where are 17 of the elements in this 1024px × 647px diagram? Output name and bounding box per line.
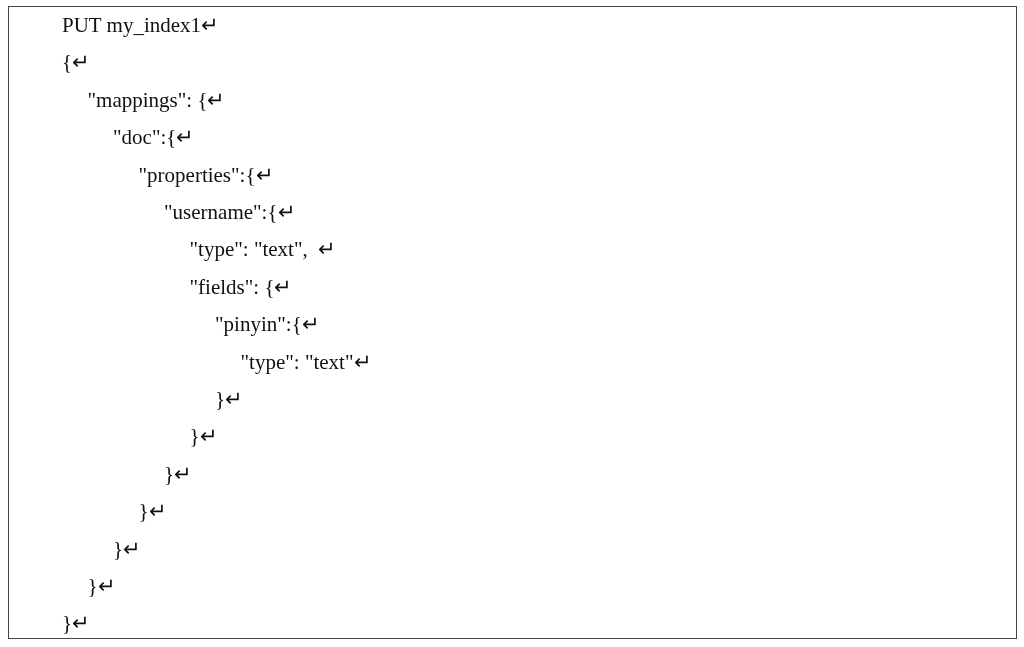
code-line: }↵ [62, 611, 91, 636]
code-line: "pinyin":{↵ [215, 312, 320, 337]
code-line: "username":{↵ [164, 200, 296, 224]
code-line: }↵ [164, 461, 193, 486]
code-line: }↵ [113, 536, 142, 561]
code-line: "type": "text"↵ [240, 349, 372, 374]
code-line: }↵ [87, 574, 116, 598]
code-line: "mappings": {↵ [87, 87, 226, 112]
code-line: }↵ [215, 387, 244, 411]
code-line: }↵ [138, 499, 167, 524]
code-line: }↵ [189, 424, 218, 449]
code-line: {↵ [62, 50, 91, 75]
code-line: "type": "text", ↵ [189, 237, 337, 262]
code-line: PUT my_index1↵ [62, 13, 220, 37]
code-line: "properties":{↵ [138, 162, 274, 187]
code-line: "doc":{↵ [113, 125, 195, 150]
code-line: "fields": {↵ [189, 274, 293, 299]
